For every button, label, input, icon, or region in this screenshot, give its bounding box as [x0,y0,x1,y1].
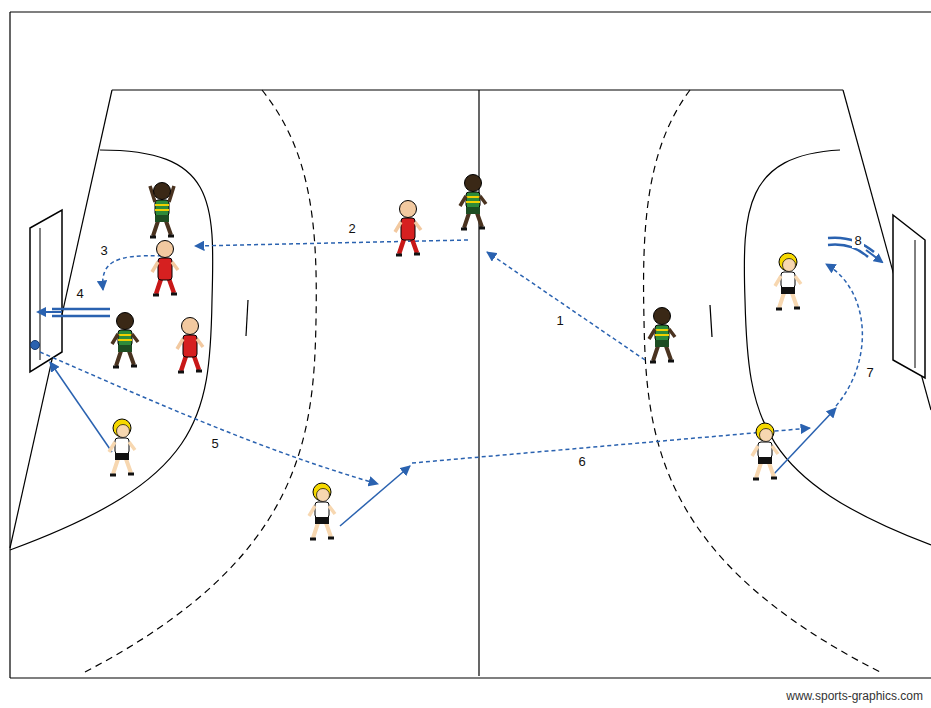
callout-number: 3 [98,243,109,258]
players [109,175,801,540]
callout-number: 5 [209,436,220,451]
callout-number: 4 [74,286,85,301]
callout-number: 2 [346,221,357,236]
frame [10,12,931,678]
callout-number: 6 [576,454,587,469]
callout-number: 7 [864,365,875,380]
shot-arrows [38,238,882,316]
goal [30,210,925,378]
callout-number: 8 [852,233,863,248]
ball [31,341,40,350]
free-throw-lines [85,90,880,672]
watermark: www.sports-graphics.com [784,689,925,704]
run-arrows [50,362,836,526]
court-lines [10,90,931,676]
callout-number: 1 [554,313,565,328]
pass-arrows [40,240,862,484]
